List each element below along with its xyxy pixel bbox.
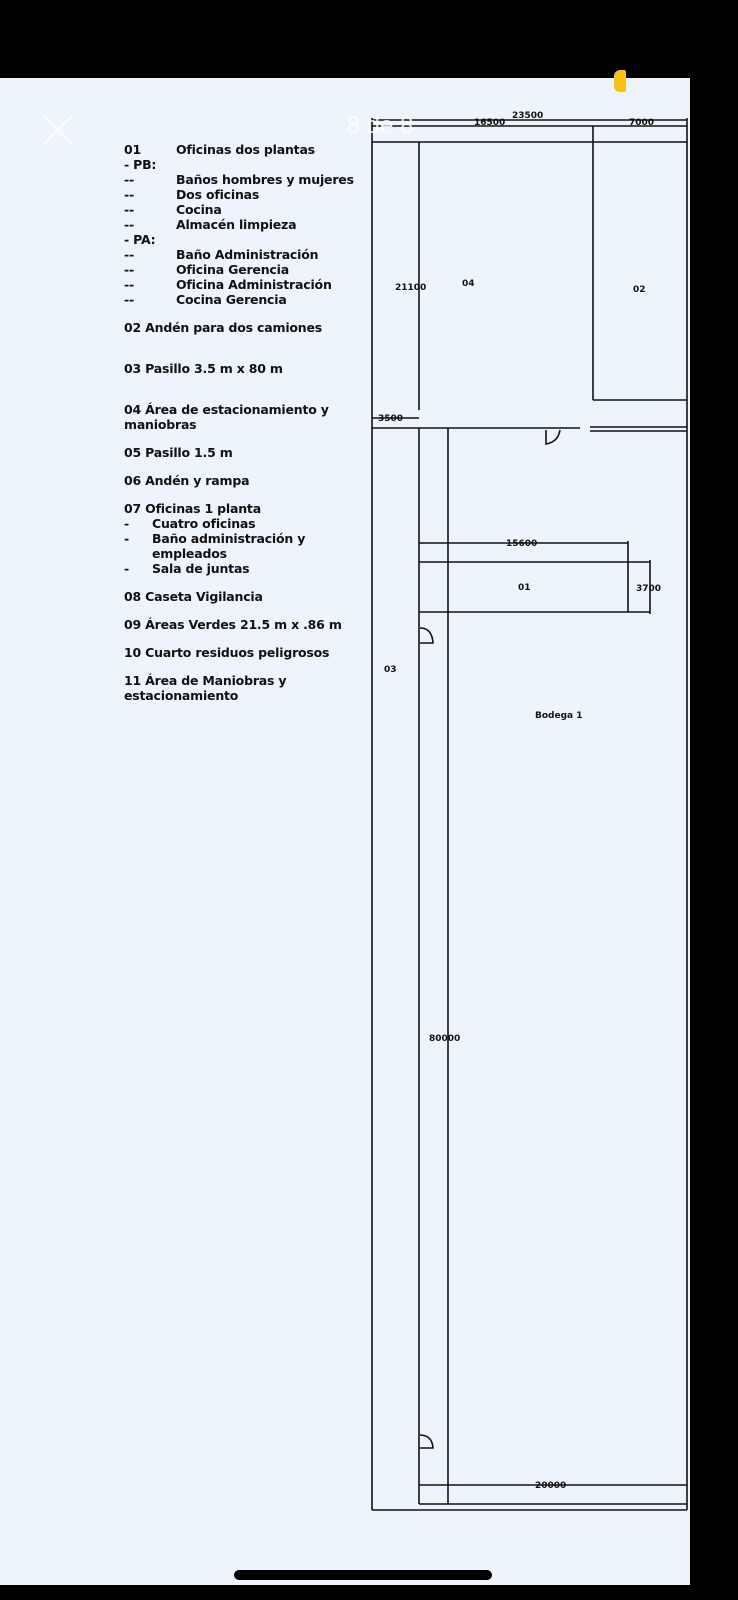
- legend-item: Dos oficinas: [176, 187, 260, 202]
- legend-entry: 05 Pasillo 1.5 m: [124, 445, 233, 460]
- legend-item: Baño Administración: [176, 247, 319, 262]
- dim-label: 23500: [512, 111, 543, 121]
- legend-item: Almacén limpieza: [176, 217, 297, 232]
- area-label: 04: [462, 279, 475, 289]
- door-symbol: [419, 627, 434, 644]
- legend-entry: 04 Área de estacionamiento y maniobras: [124, 402, 329, 432]
- floor-plan: 16500 23500 7000 21100 3500 15600 3700 8…: [371, 111, 688, 1511]
- area-label: 01: [518, 583, 531, 593]
- legend-item: Cocina: [176, 202, 222, 217]
- legend-entry: 11 Área de Maniobras y estacionamiento: [124, 673, 287, 703]
- area-label: 02: [633, 285, 646, 295]
- door-symbol: [545, 429, 561, 445]
- dim-label: 21100: [395, 283, 426, 293]
- image-viewer[interactable]: 16500 23500 7000 21100 3500 15600 3700 8…: [0, 78, 690, 1585]
- legend-item: Oficina Administración: [176, 277, 332, 292]
- legend-item: Cuatro oficinas: [152, 516, 256, 531]
- legend-item: Oficina Gerencia: [176, 262, 289, 277]
- legend-item: Baño administración y empleados: [152, 531, 306, 561]
- legend-item: Baños hombres y mujeres: [176, 172, 354, 187]
- legend-subheading: - PB:: [124, 157, 157, 172]
- close-button[interactable]: [40, 112, 76, 148]
- dim-label: 20000: [535, 1481, 566, 1491]
- legend-number: 01: [124, 142, 141, 157]
- legend-entry: 03 Pasillo 3.5 m x 80 m: [124, 361, 283, 376]
- dim-label: 16500: [474, 118, 505, 128]
- legend-subheading: - PA:: [124, 232, 156, 247]
- image-counter: 8 de 8: [346, 112, 414, 139]
- dim-label: 80000: [429, 1034, 460, 1044]
- legend-entry: 10 Cuarto residuos peligrosos: [124, 645, 330, 660]
- legend-entry: 08 Caseta Vigilancia: [124, 589, 263, 604]
- area-label: Bodega 1: [535, 711, 583, 721]
- legend-entry: 02 Andén para dos camiones: [124, 320, 323, 335]
- dim-label: 3700: [636, 584, 661, 594]
- dim-label: 7000: [629, 118, 654, 128]
- legend-item: Cocina Gerencia: [176, 292, 287, 307]
- legend-entry: 07 Oficinas 1 planta: [124, 501, 261, 516]
- close-icon: [43, 115, 73, 145]
- home-indicator[interactable]: [234, 1570, 492, 1580]
- legend-title: Oficinas dos plantas: [176, 142, 315, 157]
- door-symbol: [419, 1434, 434, 1449]
- legend-entry: 09 Áreas Verdes 21.5 m x .86 m: [124, 617, 342, 632]
- dim-label: 15600: [506, 539, 537, 549]
- area-label: 03: [384, 665, 397, 675]
- legend-entry: 06 Andén y rampa: [124, 473, 250, 488]
- legend-item: Sala de juntas: [152, 561, 250, 576]
- status-indicator: [614, 70, 626, 92]
- dim-label: 3500: [378, 414, 403, 424]
